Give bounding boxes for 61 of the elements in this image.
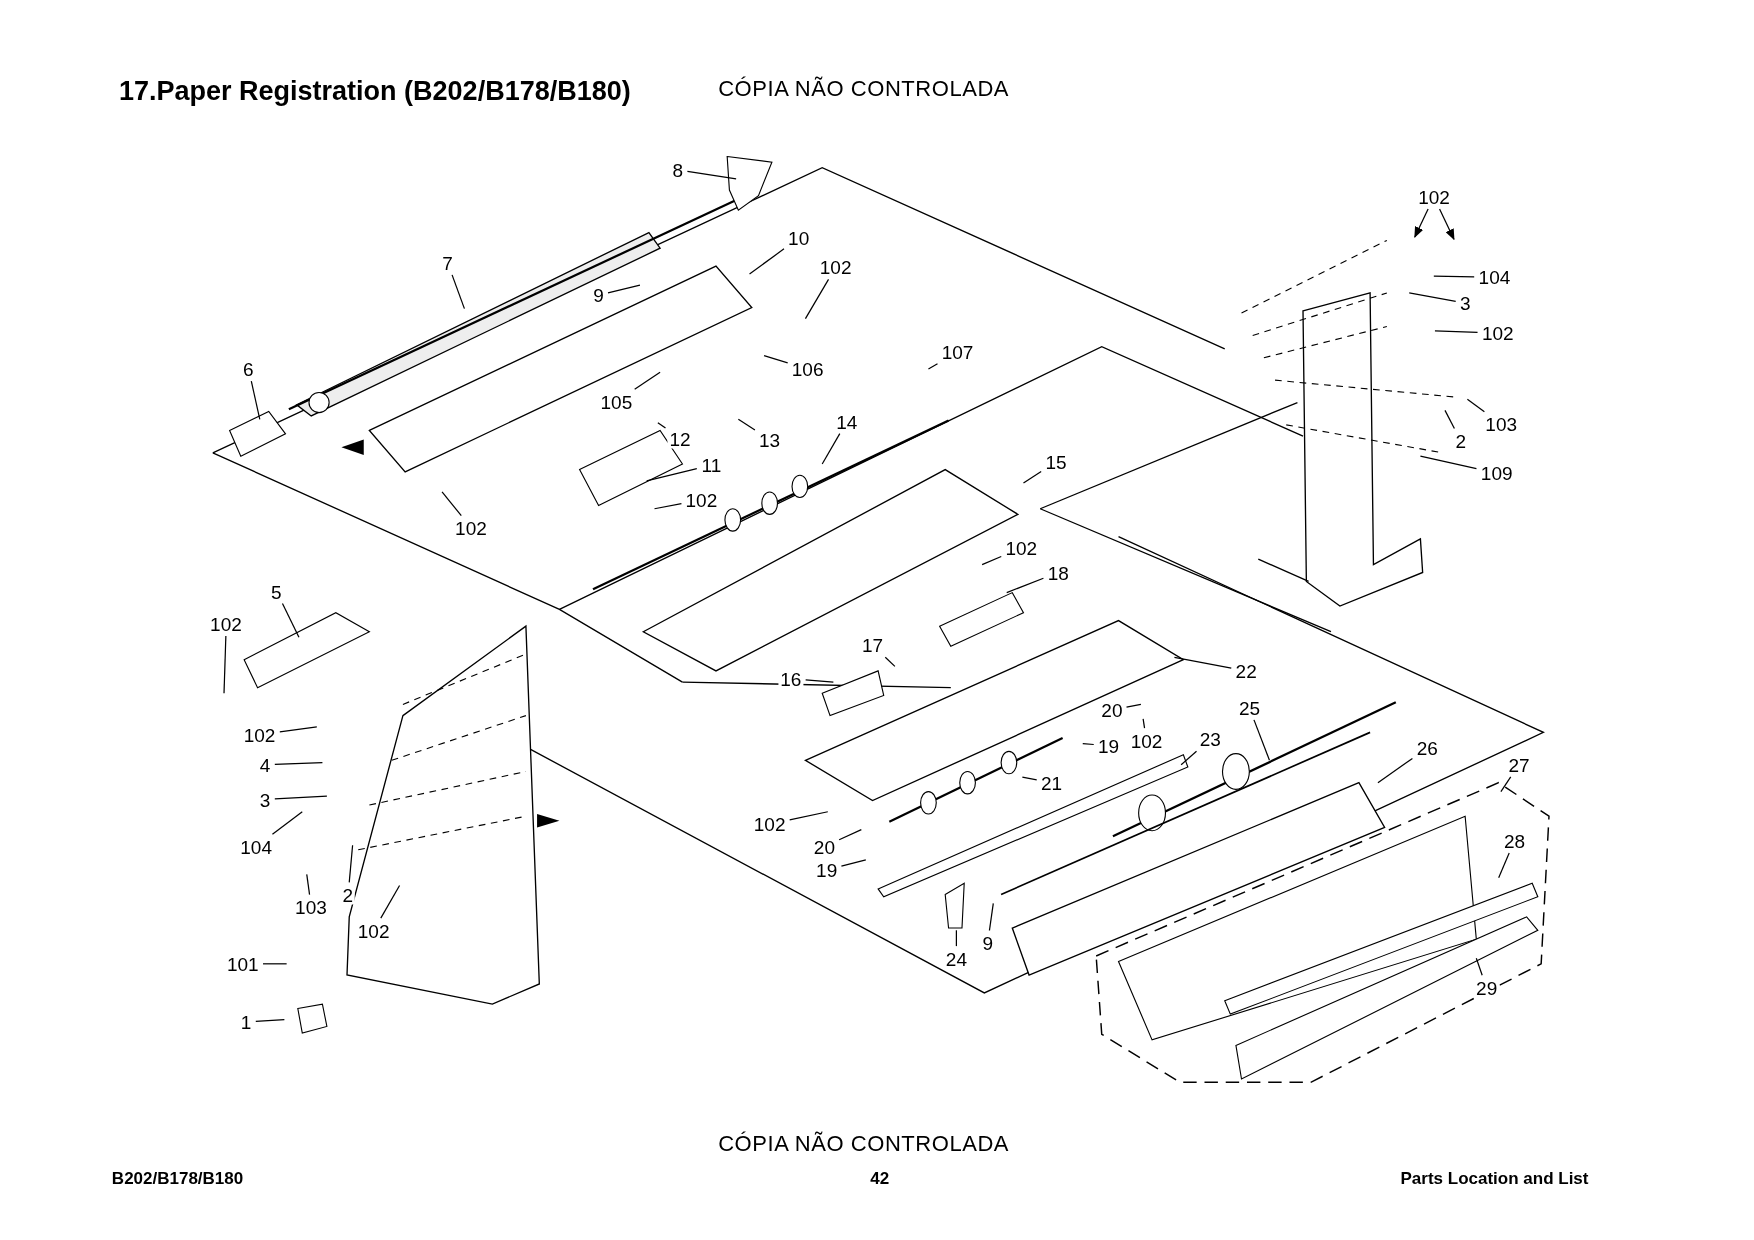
- leader-line: [1438, 208, 1455, 241]
- leader-line: [763, 354, 789, 364]
- leader-line: [1500, 776, 1512, 793]
- leader-line: [1253, 719, 1271, 761]
- page-title: 17.Paper Registration (B202/B178/B180): [119, 78, 631, 105]
- leader-line: [279, 726, 318, 733]
- leader-line: [789, 811, 829, 821]
- leader-line: [1180, 750, 1198, 766]
- leader-line: [262, 963, 288, 965]
- leader-line: [737, 418, 756, 431]
- footer-text: Parts Location and List: [1400, 1170, 1589, 1188]
- stamp-text: CÓPIA NÃO CONTROLADA: [718, 1133, 1010, 1156]
- footer-text: 42: [870, 1170, 890, 1188]
- leader-line: [1414, 208, 1429, 239]
- leader-line: [1419, 455, 1478, 470]
- leader-line: [748, 248, 785, 275]
- leader-line: [1125, 703, 1142, 708]
- leader-line: [441, 491, 462, 517]
- leader-line: [250, 380, 261, 420]
- leader-line: [657, 422, 667, 429]
- leader-line: [271, 811, 303, 835]
- leader-line: [1022, 470, 1042, 484]
- leader-line: [380, 884, 401, 919]
- leader-line: [686, 170, 737, 180]
- leader-line: [1444, 409, 1455, 430]
- leader-line: [1466, 398, 1485, 413]
- leader-line: [805, 679, 834, 683]
- leader-line: [306, 873, 311, 896]
- leader-line: [1082, 742, 1095, 746]
- footer-text: B202/B178/B180: [111, 1170, 244, 1188]
- leader-line: [955, 929, 957, 947]
- leader-line: [646, 468, 698, 482]
- leader-line: [451, 274, 466, 310]
- leader-line: [1173, 656, 1232, 669]
- leader-line: [981, 555, 1002, 566]
- leader-line: [348, 844, 354, 883]
- leader-line: [884, 656, 896, 667]
- stamp-text: CÓPIA NÃO CONTROLADA: [718, 78, 1010, 101]
- leader-line: [1021, 776, 1038, 781]
- leader-line: [1434, 330, 1479, 334]
- leader-line: [838, 829, 862, 841]
- leader-line: [1408, 292, 1457, 302]
- leader-line: [274, 795, 328, 800]
- leader-line: [988, 902, 994, 932]
- leader-line: [804, 278, 830, 320]
- leader-line: [1377, 757, 1414, 784]
- leader-line: [274, 761, 324, 766]
- leader-line: [1433, 275, 1475, 278]
- leader-line: [223, 635, 227, 694]
- leader-line: [927, 363, 939, 370]
- leader-line: [634, 371, 661, 390]
- leader-line: [653, 503, 683, 510]
- leader-line: [281, 603, 300, 638]
- leader-line: [821, 433, 841, 465]
- leader-line: [1142, 718, 1146, 729]
- leader-line: [1475, 957, 1483, 976]
- leader-line: [1006, 577, 1045, 594]
- leader-line: [1498, 852, 1510, 879]
- leader-line: [840, 859, 867, 867]
- leader-line: [255, 1019, 285, 1023]
- leader-line: [607, 284, 641, 294]
